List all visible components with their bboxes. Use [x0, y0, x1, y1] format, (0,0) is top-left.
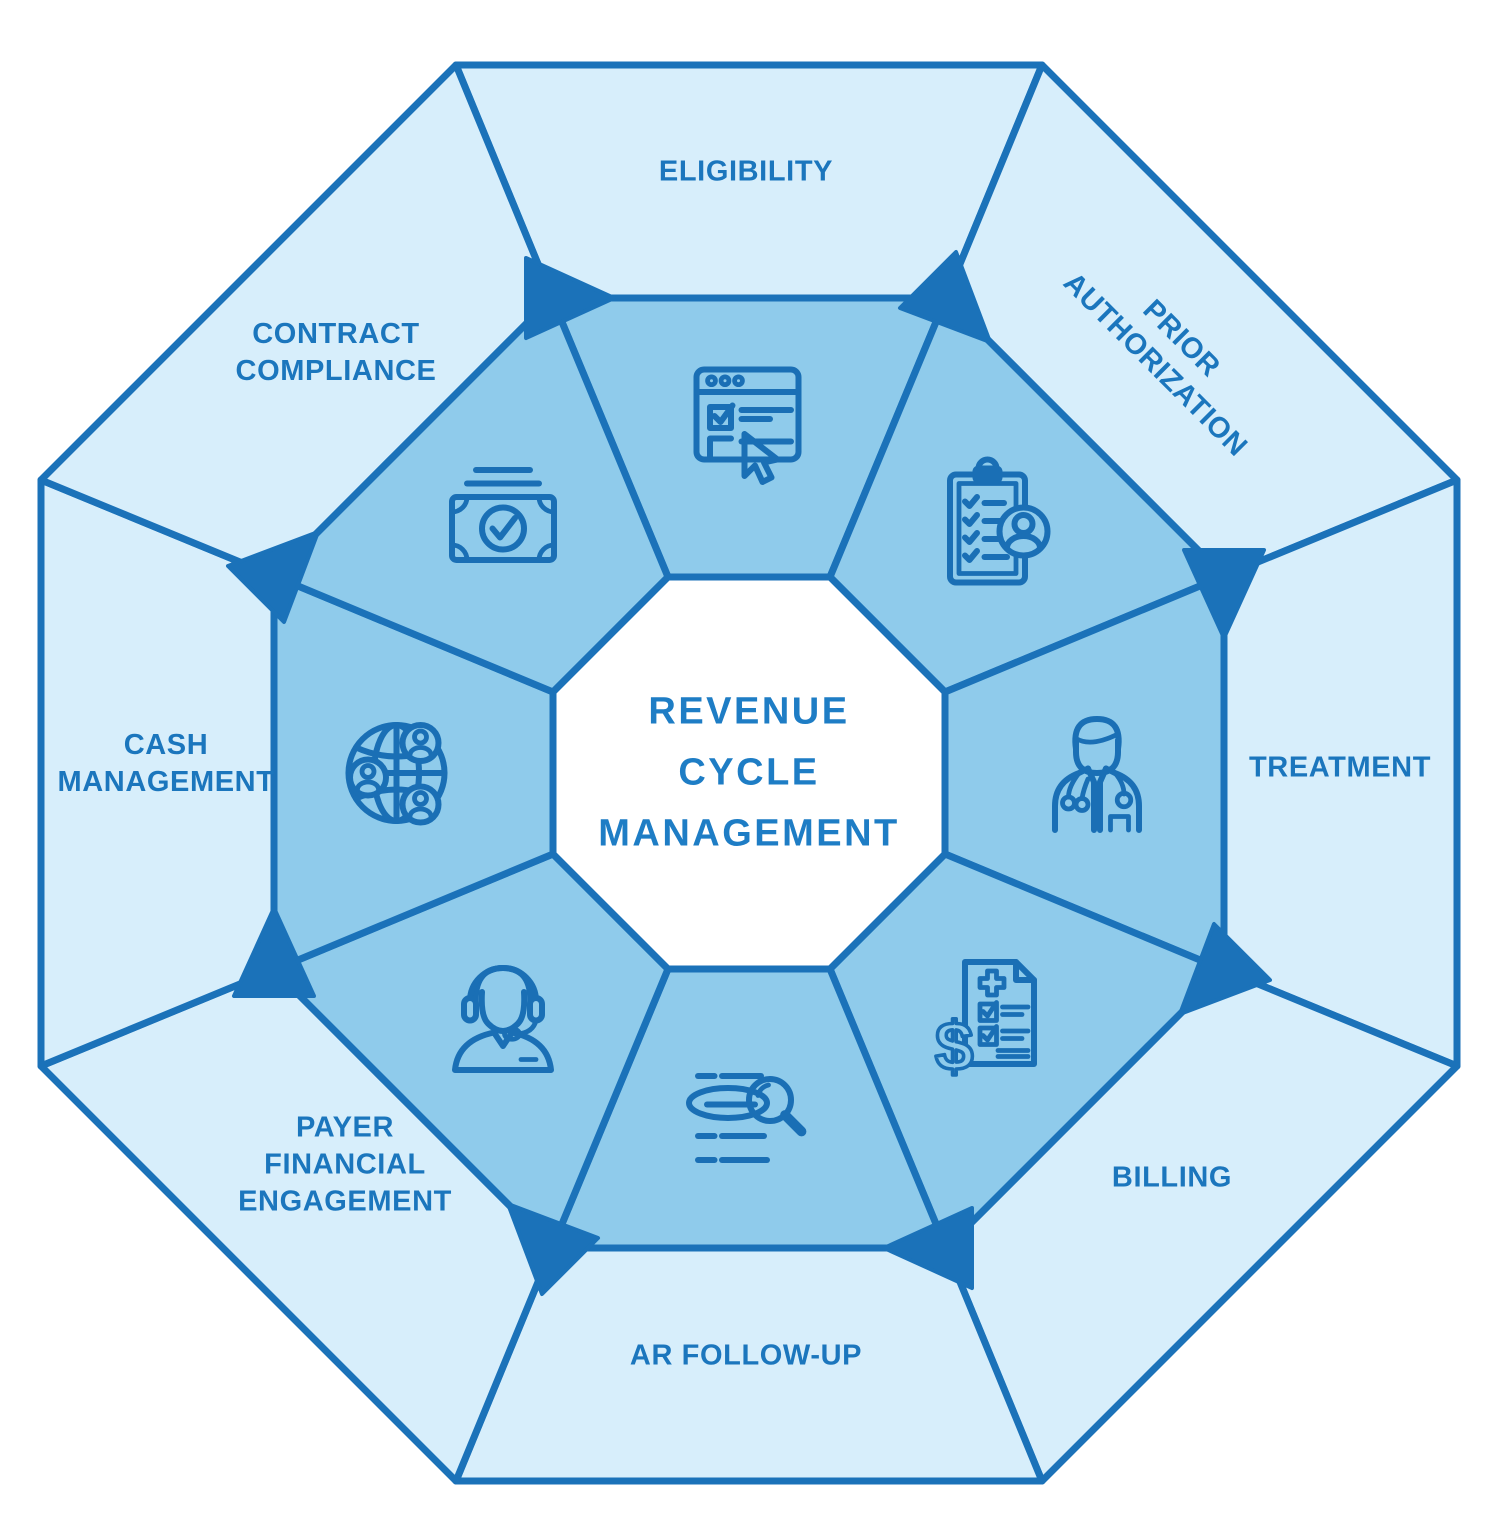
search-records-icon — [686, 1073, 807, 1163]
global-network-icon — [345, 722, 448, 826]
patient-clipboard-icon — [947, 456, 1051, 586]
cycle-arrow — [898, 250, 992, 344]
cycle-arrow — [506, 1202, 600, 1296]
segment-label-billing: BILLING — [1111, 1161, 1233, 1194]
segment-label-cash-management: CASH MANAGEMENT — [57, 729, 275, 798]
segment-label-contract-compliance: CONTRACT COMPLIANCE — [235, 318, 437, 387]
support-agent-icon — [452, 965, 554, 1073]
outer-ring — [37, 61, 1461, 1485]
cycle-arrow — [226, 530, 320, 624]
cycle-arrow — [882, 1206, 974, 1290]
online-checklist-icon — [693, 366, 802, 485]
medical-bill-icon: $ — [933, 959, 1037, 1087]
center-octagon — [549, 573, 949, 973]
segment-label-eligibility: ELIGIBILITY — [658, 155, 834, 188]
segment-label-treatment: TREATMENT — [1248, 751, 1432, 784]
cycle-arrow — [524, 256, 616, 340]
svg-text:$: $ — [935, 1008, 973, 1085]
cycle-arrow — [1182, 548, 1266, 640]
cycle-arrow — [232, 906, 316, 998]
verified-payment-icon — [449, 467, 557, 563]
doctor-icon — [1052, 716, 1142, 833]
cycle-arrows — [226, 250, 1272, 1296]
diagram-title: REVENUE CYCLE MANAGEMENT — [598, 690, 900, 855]
segment-label-ar-follow-up: AR FOLLOW-UP — [629, 1339, 863, 1372]
segment-label-payer-financial-engagement: PAYER FINANCIAL ENGAGEMENT — [238, 1111, 452, 1218]
cycle-arrow — [1178, 922, 1272, 1016]
